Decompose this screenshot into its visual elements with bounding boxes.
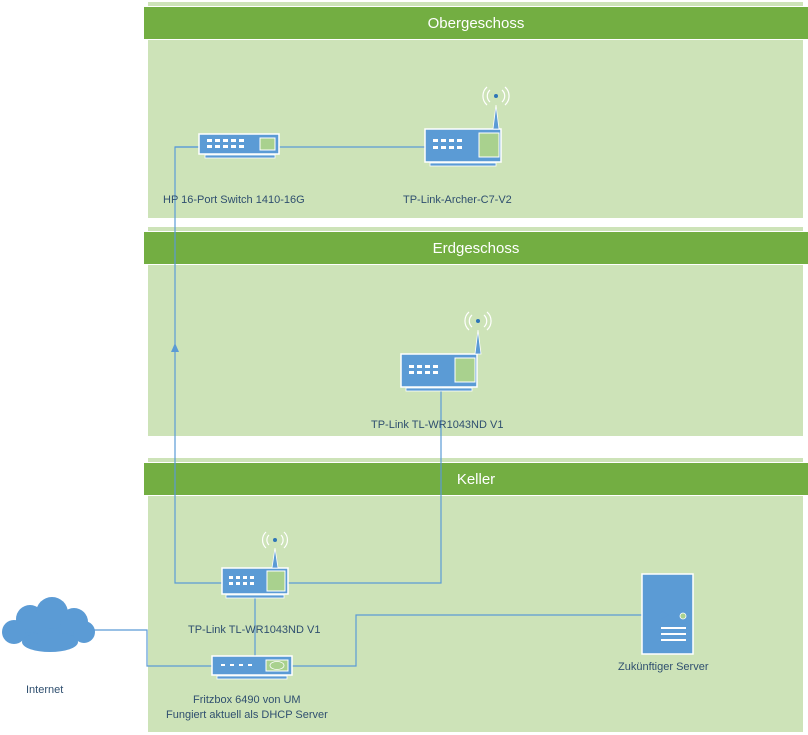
erdgeschoss-zone-top [148,227,803,232]
fritzbox-label-line1: Fritzbox 6490 von UM [193,694,301,706]
link-fritzbox-to-server [290,614,665,667]
archer-router-icon [424,86,510,167]
fritzbox-modem-icon [211,655,293,680]
keller-title: Keller [456,470,496,488]
keller-zone-top [148,458,803,463]
internet-label: Internet [26,684,64,696]
link-keller-router-to-eg-router [288,386,442,584]
erdgeschoss-title: Erdgeschoss [432,239,520,257]
archer-label: TP-Link-Archer-C7-V2 [403,194,512,206]
obergeschoss-zone-top [148,2,803,7]
connector-lines [48,146,665,667]
arrow-right-icon [661,611,669,619]
keller-zone [148,496,803,732]
eg-router-icon [400,311,492,392]
keller-router-icon [221,531,289,599]
server-label: Zukünftiger Server [618,661,709,673]
link-internet-to-fritzbox [48,629,212,667]
link-keller-router-to-switch [174,146,222,584]
keller-header: Keller [144,462,808,496]
arrow-up-icon [171,343,179,352]
keller-router-label: TP-Link TL-WR1043ND V1 [188,624,321,636]
fritzbox-label-line2: Fungiert aktuell als DHCP Server [166,709,328,721]
hp-switch-label: HP 16-Port Switch 1410-16G [163,194,305,206]
internet-cloud-icon [2,597,95,652]
hp-switch-icon [198,133,280,159]
eg-router-label: TP-Link TL-WR1043ND V1 [371,419,504,431]
erdgeschoss-header: Erdgeschoss [144,231,808,265]
server-icon [641,573,694,655]
obergeschoss-title: Obergeschoss [427,14,525,32]
obergeschoss-header: Obergeschoss [144,6,808,40]
